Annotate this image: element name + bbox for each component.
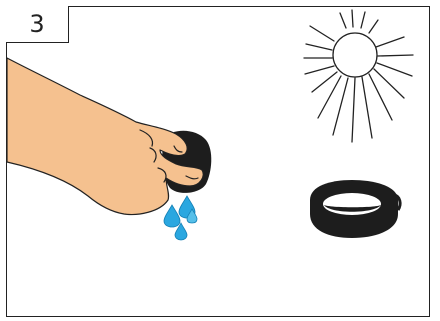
hand-icon: [7, 58, 203, 214]
sun-icon: [304, 10, 413, 142]
dry-sponge-ring-icon: [310, 180, 400, 238]
step-number-badge: 3: [6, 6, 69, 43]
water-drops-icon: [164, 196, 197, 240]
